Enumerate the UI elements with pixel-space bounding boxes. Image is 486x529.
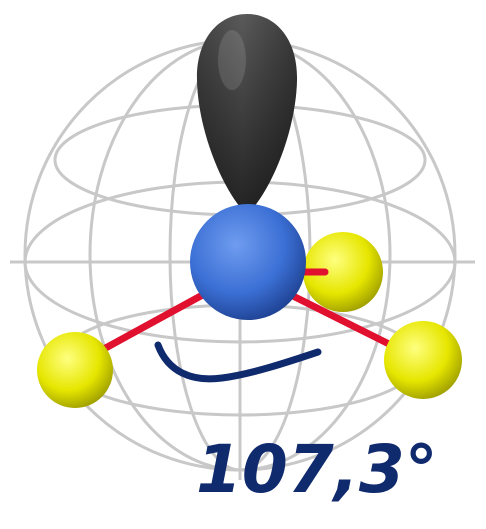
bond-right [281, 288, 409, 356]
nitrogen-atom [190, 204, 306, 320]
hydrogen-atom-left [37, 332, 113, 408]
bond-angle-arc [154, 341, 322, 383]
hydrogen-atom-right [384, 321, 462, 399]
lone-pair-lobe [196, 14, 298, 215]
bond-angle-label: 107,3° [196, 431, 438, 508]
hydrogen-atom-back [303, 232, 383, 312]
